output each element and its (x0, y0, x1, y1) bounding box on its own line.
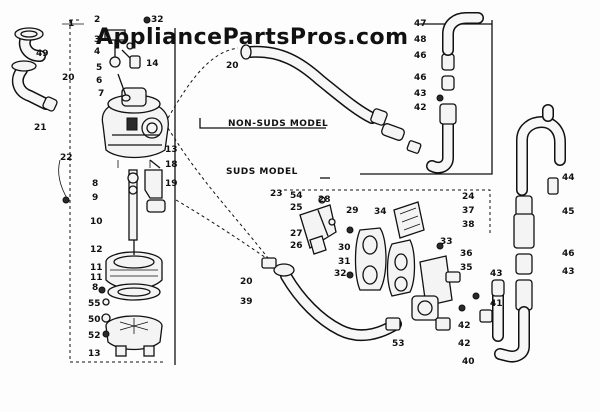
routing-leaders (167, 47, 273, 263)
callout-29: 29 (346, 206, 359, 216)
non-suds-drain-hose (240, 44, 378, 124)
non-suds-model-label: NON-SUDS MODEL (228, 119, 328, 129)
callout-10: 10 (90, 217, 103, 227)
callout-46c: 46 (562, 249, 575, 259)
callout-13b: 13 (88, 349, 101, 359)
callout-11: 11 (90, 263, 103, 273)
impeller-seal-rings (98, 283, 161, 301)
callout-26: 26 (290, 241, 303, 251)
callout-8b: 8 (92, 283, 98, 293)
callout-42c: 42 (458, 339, 471, 349)
pump-shaft (127, 159, 166, 241)
suds-standpipe (494, 104, 566, 363)
callout-36: 36 (460, 249, 473, 259)
callout-48: 48 (414, 35, 427, 45)
callout-8: 8 (92, 179, 98, 189)
callout-32: 32 (151, 15, 164, 25)
callout-55: 55 (88, 299, 101, 309)
part-number-callouts: 1 2 32 3 4 14 49 5 6 7 20 21 22 13 18 8 … (34, 15, 575, 367)
callout-25: 25 (290, 203, 303, 213)
callout-38: 38 (462, 220, 475, 230)
inlet-elbow-hose (11, 27, 58, 112)
watermark-text: AppliancePartsPros.com (96, 25, 409, 50)
callout-19: 19 (165, 179, 178, 189)
callout-28: 28 (318, 195, 331, 205)
callout-43b: 43 (490, 269, 503, 279)
callout-27: 27 (290, 229, 303, 239)
callout-22: 22 (60, 153, 73, 163)
suds-pump-body (411, 242, 466, 331)
callout-46a: 46 (414, 51, 427, 61)
callout-53: 53 (392, 339, 405, 349)
callout-9: 9 (92, 193, 98, 203)
suds-model-label: SUDS MODEL (226, 167, 298, 177)
callout-33: 33 (440, 237, 453, 247)
callout-14: 14 (146, 59, 159, 69)
impeller-base (101, 298, 163, 357)
callout-45: 45 (562, 207, 575, 217)
callout-23: 23 (270, 189, 283, 199)
callout-20b: 20 (226, 61, 239, 71)
callout-40: 40 (462, 357, 475, 367)
callout-5: 5 (96, 63, 102, 73)
suds-gasket-plate (346, 226, 387, 291)
callout-31: 31 (338, 257, 351, 267)
suds-standpipe-left (472, 279, 505, 342)
hose-clamp (58, 159, 70, 204)
callout-34: 34 (374, 207, 387, 217)
callout-24: 24 (462, 192, 475, 202)
callout-46b: 46 (414, 73, 427, 83)
callout-52: 52 (88, 331, 101, 341)
callout-39: 39 (240, 297, 253, 307)
suds-frame (284, 177, 491, 236)
callout-12: 12 (90, 245, 103, 255)
callout-41: 41 (490, 299, 503, 309)
pump-assembly-frame (62, 19, 176, 365)
callout-20c: 20 (240, 277, 253, 287)
callout-43a: 43 (414, 89, 427, 99)
callout-20: 20 (62, 73, 75, 83)
suds-valve-body (386, 201, 425, 297)
callout-30: 30 (338, 243, 351, 253)
callout-1: 1 (68, 19, 74, 29)
callout-42a: 42 (414, 103, 427, 113)
callout-21: 21 (34, 123, 47, 133)
callout-18: 18 (165, 160, 178, 170)
callout-49: 49 (36, 49, 49, 59)
callout-11b: 11 (90, 273, 103, 283)
pump-top-fittings (104, 16, 151, 102)
callout-54: 54 (290, 191, 303, 201)
non-suds-standpipe (426, 12, 484, 174)
callout-37: 37 (462, 206, 475, 216)
non-suds-couplings (370, 108, 422, 154)
callout-43c: 43 (562, 267, 575, 277)
callout-42b: 42 (458, 321, 471, 331)
callout-50: 50 (88, 315, 101, 325)
callout-32b: 32 (334, 269, 347, 279)
callout-4: 4 (94, 47, 100, 57)
callout-6: 6 (96, 76, 102, 86)
callout-47: 47 (414, 19, 427, 29)
callout-7: 7 (98, 89, 104, 99)
pump-body (101, 87, 169, 168)
callout-13: 13 (165, 145, 178, 155)
callout-35: 35 (460, 263, 473, 273)
callout-2: 2 (94, 15, 100, 25)
callout-44: 44 (562, 173, 575, 183)
suds-valve-bracket (299, 196, 337, 255)
impeller-housing (105, 240, 163, 290)
callout-3: 3 (94, 35, 100, 45)
suds-return-hose (261, 257, 402, 342)
